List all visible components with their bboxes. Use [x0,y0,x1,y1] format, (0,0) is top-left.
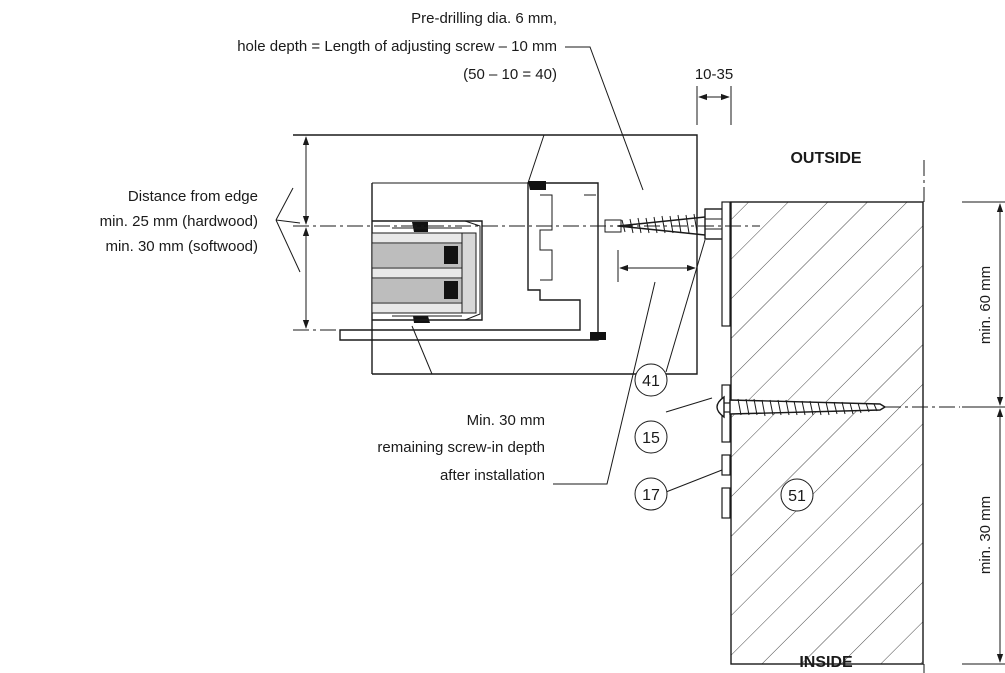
adjusting-screw [604,208,728,240]
predrill-label-line2: hole depth = Length of adjusting screw –… [237,38,557,55]
window-frame [293,134,698,375]
wood-screw [716,395,887,419]
seal-bottom [590,332,606,340]
seal-left [412,222,428,232]
edge-label-line2: min. 25 mm (hardwood) [100,213,258,230]
gap-dimension-label: 10-35 [695,66,733,83]
wall-section [730,160,925,673]
svg-text:51: 51 [788,488,806,505]
outside-label: OUTSIDE [790,150,861,167]
edge-label-line3: min. 30 mm (softwood) [105,238,258,255]
callout-15: 15 [634,420,668,454]
leader-lines [553,46,723,493]
predrill-label-line1: Pre-drilling dia. 6 mm, [411,10,557,27]
depth-label-line1: Min. 30 mm [467,412,545,429]
dim-lower-label: min. 30 mm [977,496,994,574]
svg-text:15: 15 [642,430,660,447]
edge-label-line1: Distance from edge [128,188,258,205]
inside-label: INSIDE [799,654,853,671]
callout-17: 17 [634,477,668,511]
screw-depth-dimension [617,250,696,282]
edge-distance-dimension [275,136,310,329]
depth-label-line2: remaining screw-in depth [377,439,545,456]
callout-51: 51 [780,478,814,512]
svg-text:17: 17 [642,487,660,504]
predrill-label-line3: (50 – 10 = 40) [463,66,557,83]
wall-hatch [730,201,924,665]
gap-dimension [696,86,732,125]
wall-dimensions [962,201,1005,665]
svg-text:41: 41 [642,373,660,390]
dim-upper-label: min. 60 mm [977,266,994,344]
fixing-plate [721,201,731,519]
depth-label-line3: after installation [440,467,545,484]
seal-top [528,181,546,190]
callout-41: 41 [634,363,668,397]
